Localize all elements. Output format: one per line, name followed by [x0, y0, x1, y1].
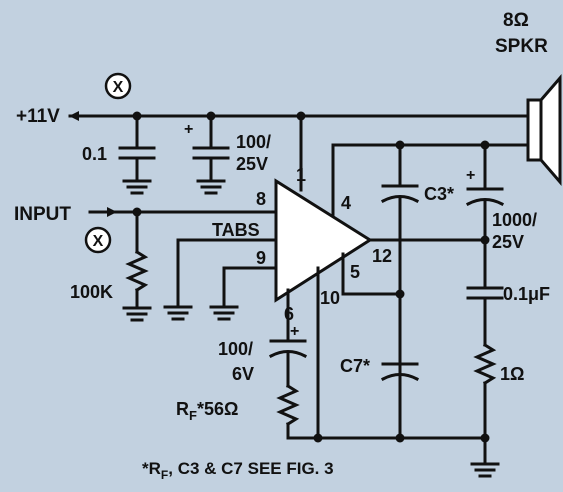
amplifier-chip — [274, 178, 373, 303]
output-cap-polarity: + — [466, 167, 475, 184]
bypass-capacitor — [118, 114, 156, 195]
supply-rail — [68, 111, 530, 121]
output-capacitor — [465, 143, 505, 242]
supply-cap-polarity: + — [184, 121, 193, 138]
supply-capacitor — [192, 114, 230, 195]
input-line — [88, 207, 278, 217]
bypass-cap-label: 0.1 — [82, 144, 107, 164]
c7-capacitor — [380, 362, 420, 440]
feedback-cap-value: 100/ — [218, 339, 253, 359]
speaker-value-label: 8Ω — [503, 10, 529, 31]
supply-cap-voltage: 25V — [236, 154, 268, 174]
test-point-supply: X — [104, 72, 132, 100]
speaker-icon — [526, 73, 562, 187]
input-label: INPUT — [14, 204, 71, 225]
test-point-input: X — [84, 226, 112, 254]
zobel-cap-label: 0.1μF — [503, 284, 550, 304]
svg-text:X: X — [93, 233, 104, 250]
feedback-cap-voltage: 6V — [232, 364, 254, 384]
pin-10-label: 10 — [320, 288, 340, 308]
tabs-ground — [163, 238, 278, 321]
speaker-name-label: SPKR — [495, 36, 548, 57]
c7-label: C7* — [340, 356, 370, 376]
feedback-network — [268, 288, 308, 440]
feedback-cap-polarity: + — [290, 323, 299, 340]
pin-9-ground — [209, 266, 278, 321]
output-cap-value: 1000/ — [492, 210, 537, 230]
zobel-resistor-label: 1Ω — [500, 364, 524, 384]
footnote: *RF, C3 & C7 SEE FIG. 3 — [142, 459, 334, 482]
pin-9-label: 9 — [256, 248, 266, 268]
svg-text:X: X — [113, 79, 124, 96]
pin-5-label: 5 — [350, 262, 360, 282]
pin-4-label: 4 — [341, 193, 351, 213]
c3-label: C3* — [424, 184, 454, 204]
pin-4-wire — [331, 143, 487, 217]
input-resistor — [122, 210, 152, 322]
tabs-label: TABS — [212, 220, 260, 240]
c3-capacitor — [380, 143, 420, 374]
output-cap-voltage: 25V — [492, 232, 524, 252]
input-resistor-label: 100K — [70, 282, 113, 302]
supply-label: +11V — [16, 106, 60, 127]
pin-8-label: 8 — [256, 189, 266, 209]
rf-label: RF*56Ω — [176, 399, 238, 423]
zobel-network — [466, 238, 504, 478]
pin-1-label: 1 — [296, 165, 306, 185]
pin-12-label: 12 — [372, 246, 392, 266]
supply-cap-value: 100/ — [236, 132, 271, 152]
pin-6-label: 6 — [284, 304, 294, 324]
